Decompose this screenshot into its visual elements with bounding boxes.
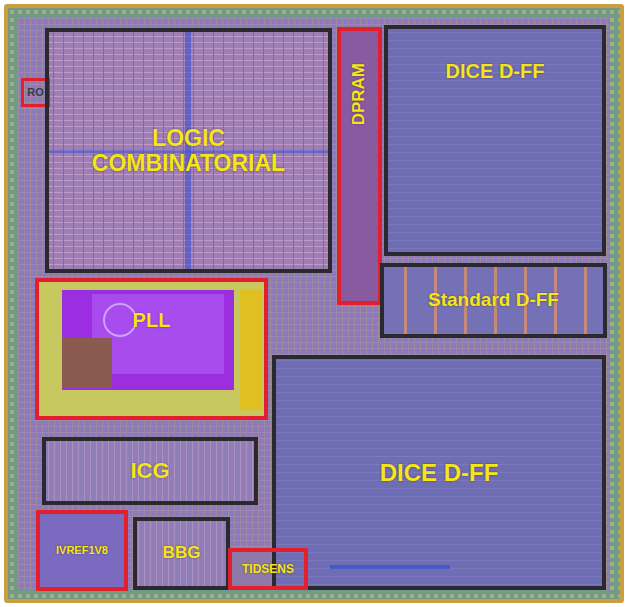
region-label: Standard D-FF [428,290,559,311]
region-label: DICE D-FF [446,61,545,83]
die-region: Standard D-FF [380,263,607,338]
region-label: ICG [130,459,169,483]
region-label: DPRAM [350,63,368,125]
die-region: DICE D-FF [384,25,606,256]
die-region: TIDSENS [228,548,308,590]
region-label: IVREF1V8 [56,545,108,557]
region-label: LOGIC COMBINATORIAL [69,126,309,176]
region-label: TIDSENS [242,563,294,576]
die-region: DPRAM [337,27,382,305]
die-region: PLL [35,278,268,420]
region-label: RO [27,87,44,99]
region-label: DICE D-FF [380,460,499,486]
region-label: PLL [133,310,171,332]
die-region: DICE D-FF [272,355,606,590]
die-region: BBG [133,517,230,590]
die-region: ICG [42,437,258,505]
die-region: LOGIC COMBINATORIAL [45,28,332,273]
region-label: BBG [163,544,201,562]
die-region: IVREF1V8 [36,510,128,591]
